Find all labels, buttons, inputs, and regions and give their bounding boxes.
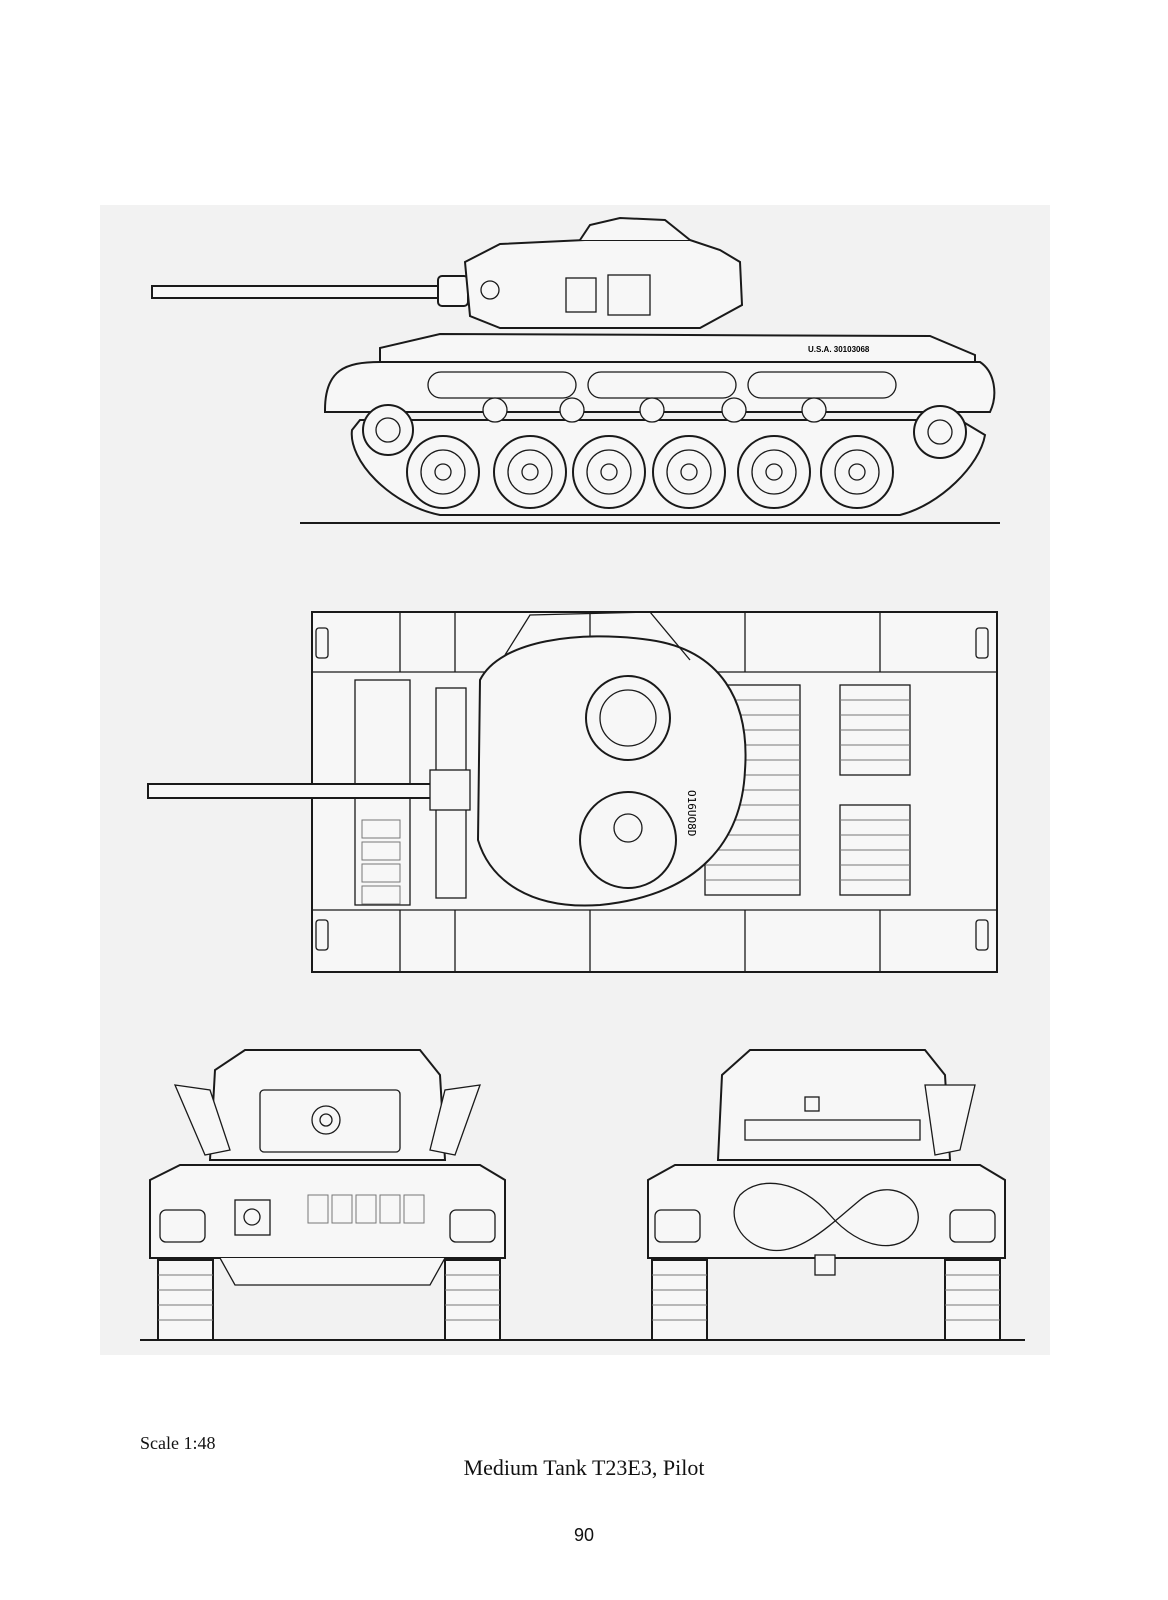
rear-view: [647, 1049, 1006, 1341]
turret-port-side: [607, 274, 651, 316]
hull-mg-mount: [234, 1199, 271, 1236]
turret-marking: O16UO8D: [685, 790, 698, 836]
rear-track-left: [651, 1259, 708, 1341]
front-track-right: [444, 1259, 501, 1341]
side-view: U.S.A. 30103068: [151, 216, 1000, 524]
scale-label: Scale 1:48: [140, 1433, 216, 1453]
page-number: 90: [573, 1525, 595, 1545]
tank-drawing: U.S.A. 30103068: [140, 216, 1025, 1341]
tow-pintle: [814, 1254, 836, 1276]
mantlet-bolt: [480, 280, 500, 300]
turret-top: [476, 635, 747, 907]
tow-cable: [733, 1182, 919, 1252]
cupola-side: [579, 216, 691, 241]
gun-barrel: [151, 285, 453, 299]
commander-cupola-top: [585, 675, 671, 761]
loader-hatch-top: [579, 791, 677, 889]
top-view: O16UO8D: [147, 611, 998, 973]
idler-wheel: [362, 404, 414, 456]
gun-barrel-top: [147, 783, 449, 799]
side-panel-3: [747, 371, 897, 399]
turret-hatch-side: [565, 277, 597, 313]
hull-deck: [379, 332, 976, 366]
figure-caption: Medium Tank T23E3, Pilot: [463, 1455, 705, 1480]
front-view: [140, 1049, 1025, 1341]
rear-track-right: [944, 1259, 1001, 1341]
hull-serial: U.S.A. 30103068: [808, 345, 870, 354]
front-track-left: [157, 1259, 214, 1341]
road-wheels: [406, 435, 894, 509]
mantlet-top: [429, 769, 471, 811]
side-panel-2: [587, 371, 737, 399]
side-panel-1: [427, 371, 577, 399]
front-lower-plate: [219, 1257, 446, 1286]
drive-sprocket: [913, 405, 967, 459]
turret-rear: [716, 1049, 952, 1161]
turret-bustle-rack: [504, 611, 691, 661]
gun-mantlet: [437, 275, 469, 307]
turret-side: [463, 239, 744, 329]
